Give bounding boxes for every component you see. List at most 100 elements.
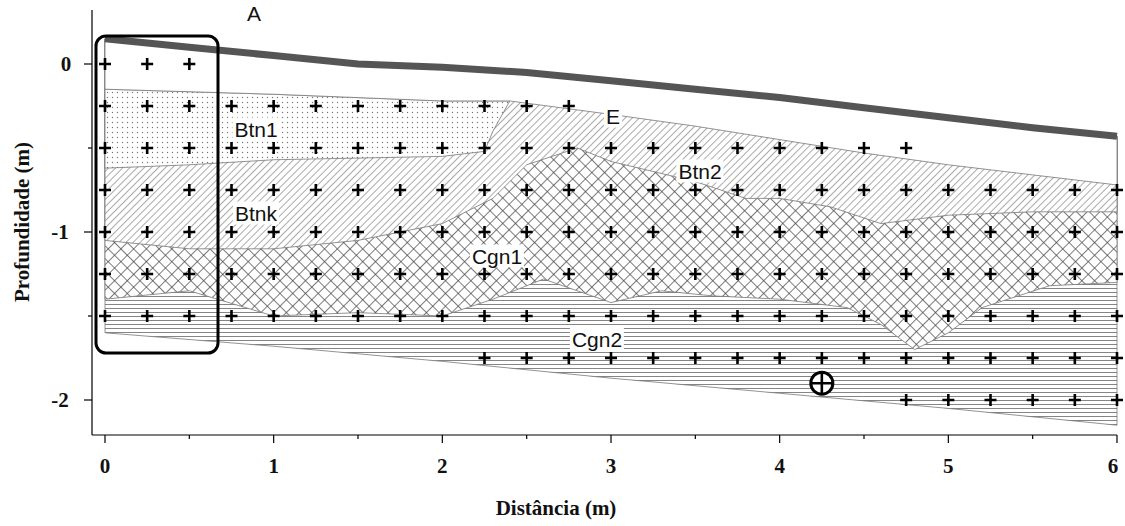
sample-point <box>563 100 575 112</box>
sample-point <box>268 226 280 238</box>
sample-point <box>521 100 533 112</box>
sample-point <box>479 310 491 322</box>
y-tick <box>88 147 92 148</box>
sample-point <box>394 100 406 112</box>
sample-point <box>1111 226 1123 238</box>
sample-point <box>605 352 617 364</box>
tick-label: 4 <box>774 456 785 477</box>
sample-point <box>1069 310 1081 322</box>
sample-point <box>183 58 195 70</box>
sample-point <box>394 142 406 154</box>
x-tick <box>104 435 105 443</box>
sample-point <box>647 310 659 322</box>
y-axis <box>91 10 92 435</box>
sample-point <box>141 310 153 322</box>
sample-point <box>689 268 701 280</box>
sample-point <box>858 310 870 322</box>
sample-point <box>479 352 491 364</box>
sample-point <box>352 226 364 238</box>
sample-point <box>310 100 322 112</box>
sample-point <box>521 310 533 322</box>
sample-point <box>689 226 701 238</box>
sample-point <box>605 226 617 238</box>
sample-point <box>479 268 491 280</box>
sample-point <box>774 268 786 280</box>
sample-point <box>479 226 491 238</box>
sample-point <box>310 226 322 238</box>
sample-point <box>521 184 533 196</box>
circled-point-cross <box>811 372 833 394</box>
tick-label: 1 <box>268 456 279 477</box>
sample-point <box>985 394 997 406</box>
sample-point <box>141 58 153 70</box>
x-tick <box>779 435 780 443</box>
sample-point <box>1111 352 1123 364</box>
sample-point <box>942 184 954 196</box>
sample-point <box>942 394 954 406</box>
sample-point <box>226 310 238 322</box>
sample-point <box>394 268 406 280</box>
sample-point <box>141 184 153 196</box>
sample-point <box>436 184 448 196</box>
sample-point <box>605 310 617 322</box>
sample-point <box>774 142 786 154</box>
sample-point <box>352 268 364 280</box>
sample-point <box>816 352 828 364</box>
sample-point <box>310 268 322 280</box>
sample-point <box>479 142 491 154</box>
sample-point <box>183 310 195 322</box>
sample-point <box>99 184 111 196</box>
sample-point <box>900 352 912 364</box>
sample-point <box>268 142 280 154</box>
sample-point <box>942 226 954 238</box>
sample-point <box>605 268 617 280</box>
horizon-label: Cgn2 <box>570 328 624 351</box>
sample-point <box>732 352 744 364</box>
circled-point <box>811 372 833 394</box>
sample-point <box>436 142 448 154</box>
sample-point <box>942 310 954 322</box>
sample-point <box>563 142 575 154</box>
horizon-label: Btn1 <box>232 118 279 141</box>
bt-layer <box>105 39 1117 249</box>
sample-point <box>1027 226 1039 238</box>
sample-point <box>1027 310 1039 322</box>
x-tick <box>189 435 190 439</box>
sample-point <box>942 352 954 364</box>
sample-point <box>226 100 238 112</box>
sample-point <box>732 226 744 238</box>
sample-point <box>816 268 828 280</box>
sample-point <box>647 352 659 364</box>
horizon-label: E <box>604 105 622 128</box>
tick-label: 6 <box>1108 456 1119 477</box>
y-tick <box>84 63 92 64</box>
sample-point <box>1111 184 1123 196</box>
tick-label: -1 <box>51 222 69 243</box>
x-tick <box>526 435 527 439</box>
sample-point <box>816 226 828 238</box>
sample-point <box>226 184 238 196</box>
sample-point <box>394 226 406 238</box>
x-tick <box>273 435 274 443</box>
sample-point <box>858 142 870 154</box>
sample-point <box>900 310 912 322</box>
sample-point <box>900 142 912 154</box>
sample-point <box>226 268 238 280</box>
sample-point <box>985 184 997 196</box>
x-tick <box>442 435 443 443</box>
sample-point <box>1069 268 1081 280</box>
sample-point <box>900 226 912 238</box>
sample-point <box>900 268 912 280</box>
sample-point <box>352 310 364 322</box>
sample-point <box>563 268 575 280</box>
sample-point <box>1069 352 1081 364</box>
sample-point <box>183 268 195 280</box>
tick-label: -2 <box>51 390 69 411</box>
sample-point <box>985 352 997 364</box>
sample-point <box>141 226 153 238</box>
sample-point <box>99 142 111 154</box>
horizon-label: A <box>245 2 263 25</box>
sample-point <box>689 142 701 154</box>
sample-point <box>689 310 701 322</box>
